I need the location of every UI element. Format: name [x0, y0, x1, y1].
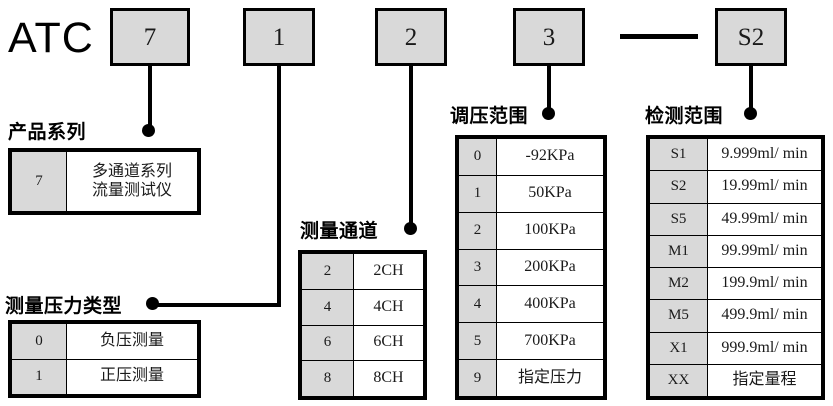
cell-code: 1 [11, 358, 67, 395]
table-row: S2 19.99ml/ min [649, 170, 822, 204]
table-row: M5 499.9ml/ min [649, 299, 822, 333]
cell-desc: 19.99ml/ min [707, 170, 822, 204]
code-box-channels[interactable]: 2 [375, 8, 447, 66]
cell-desc: 100KPa [496, 211, 604, 250]
cell-desc: 4CH [353, 288, 424, 326]
cell-desc: 99.99ml/ min [707, 234, 822, 269]
caption-detection-range: 检测范围 [645, 105, 724, 127]
cell-code: M1 [649, 234, 708, 269]
connector-dot-detection-range [744, 107, 757, 120]
cell-code: 7 [11, 151, 67, 212]
table-row: 4 400KPa [458, 285, 604, 324]
table-pressure-type: 0 负压测量 1 正压测量 [8, 320, 201, 398]
cell-code: 0 [458, 138, 497, 176]
connector-line-pressure-range [547, 66, 551, 111]
cell-code: 3 [458, 248, 497, 287]
caption-channels: 测量通道 [300, 220, 379, 242]
table-row: 7 多通道系列 流量测试仪 [11, 151, 198, 212]
cell-code: 9 [458, 359, 497, 397]
cell-code: S2 [649, 170, 708, 204]
cell-desc: 6CH [353, 324, 424, 362]
table-row: 5 700KPa [458, 322, 604, 361]
table-channels: 2 2CH 4 4CH 6 6CH 8 8CH [298, 250, 427, 400]
table-row: 6 6CH [301, 324, 424, 362]
table-row: 0 负压测量 [11, 323, 198, 360]
cell-desc: 999.9ml/ min [707, 331, 822, 365]
cell-desc: 50KPa [496, 174, 604, 213]
code-box-detection-range[interactable]: S2 [715, 8, 787, 66]
cell-code: 1 [458, 174, 497, 213]
table-row: 3 200KPa [458, 248, 604, 287]
cell-desc: 200KPa [496, 248, 604, 287]
table-detection-range: S1 9.999ml/ min S2 19.99ml/ min S5 49.99… [646, 135, 825, 400]
cell-desc: 2CH [353, 253, 424, 290]
cell-desc: 8CH [353, 360, 424, 397]
cell-desc: 9.999ml/ min [707, 137, 822, 172]
connector-dot-product-series [142, 124, 155, 137]
cell-desc: 49.99ml/ min [707, 202, 822, 236]
table-row: 2 100KPa [458, 211, 604, 250]
table-row: M1 99.99ml/ min [649, 234, 822, 269]
caption-pressure-range: 调压范围 [450, 105, 529, 127]
cell-code: M2 [649, 266, 708, 301]
cell-desc: 499.9ml/ min [707, 299, 822, 333]
caption-product-series: 产品系列 [8, 121, 87, 143]
connector-dot-channels [404, 222, 417, 235]
connector-dot-pressure-type [146, 297, 159, 310]
table-row: S1 9.999ml/ min [649, 137, 822, 172]
table-row: M2 199.9ml/ min [649, 266, 822, 301]
connector-line-detection-range [749, 66, 753, 111]
table-row: S5 49.99ml/ min [649, 202, 822, 236]
code-box-pressure-range[interactable]: 3 [513, 8, 585, 66]
table-row: X1 999.9ml/ min [649, 331, 822, 365]
cell-desc: 负压测量 [66, 323, 198, 360]
cell-code: XX [649, 363, 708, 398]
cell-code: S5 [649, 202, 708, 236]
cell-desc: 多通道系列 流量测试仪 [66, 151, 198, 212]
cell-desc: 400KPa [496, 285, 604, 324]
cell-desc: -92KPa [496, 138, 604, 176]
table-pressure-range: 0 -92KPa 1 50KPa 2 100KPa 3 200KPa 4 4 [455, 135, 607, 400]
table-row: 0 -92KPa [458, 138, 604, 176]
cell-code: 2 [301, 253, 354, 290]
brand-label: ATC [8, 14, 94, 62]
table-row: XX 指定量程 [649, 363, 822, 398]
connector-line-channels [409, 66, 413, 226]
table-row: 9 指定压力 [458, 359, 604, 397]
cell-code: M5 [649, 299, 708, 333]
code-box-pressure-type[interactable]: 1 [243, 8, 315, 66]
cell-desc: 正压测量 [66, 358, 198, 395]
connector-line-pressure-type-vertical [277, 66, 281, 307]
cell-desc: 700KPa [496, 322, 604, 361]
table-product-series: 7 多通道系列 流量测试仪 [8, 148, 201, 215]
table-row: 1 50KPa [458, 174, 604, 213]
cell-desc: 指定量程 [707, 363, 822, 398]
cell-code: 0 [11, 323, 67, 360]
table-row: 8 8CH [301, 360, 424, 397]
cell-code: 4 [301, 288, 354, 326]
cell-code: S1 [649, 137, 708, 172]
code-box-product-series[interactable]: 7 [110, 8, 190, 66]
connector-dot-pressure-range [542, 107, 555, 120]
cell-code: 2 [458, 211, 497, 250]
table-row: 2 2CH [301, 253, 424, 290]
caption-pressure-type: 测量压力类型 [5, 295, 123, 317]
cell-code: 5 [458, 322, 497, 361]
cell-desc: 199.9ml/ min [707, 266, 822, 301]
table-row: 4 4CH [301, 288, 424, 326]
connector-line-pressure-type-horizontal [152, 303, 281, 307]
cell-code: 6 [301, 324, 354, 362]
cell-code: 8 [301, 360, 354, 397]
cell-code: X1 [649, 331, 708, 365]
connector-line-product-series [148, 66, 152, 128]
separator-dash [620, 34, 698, 39]
table-row: 1 正压测量 [11, 358, 198, 395]
cell-code: 4 [458, 285, 497, 324]
cell-desc: 指定压力 [496, 359, 604, 397]
